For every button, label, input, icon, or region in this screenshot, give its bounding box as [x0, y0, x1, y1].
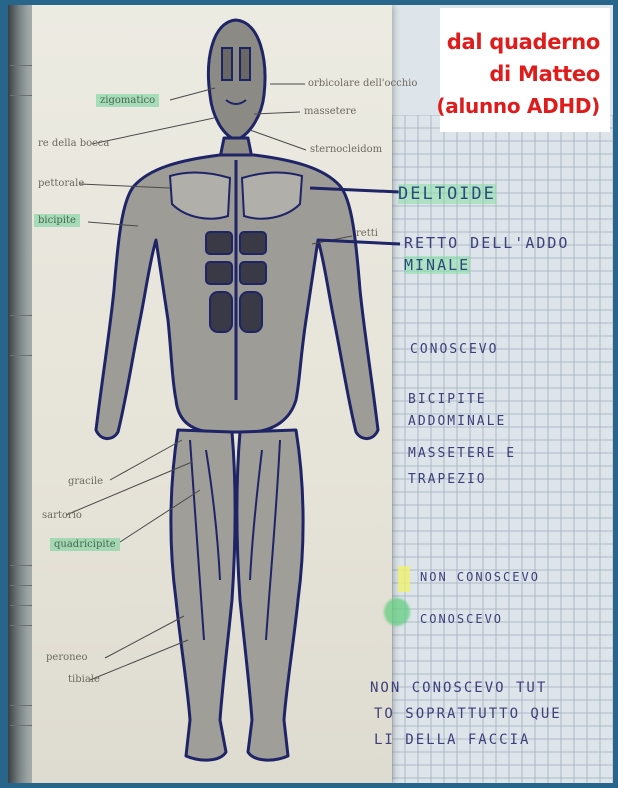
label-zigomatico: zigomatico	[96, 94, 159, 107]
title-box: dal quaderno di Matteo (alunno ADHD)	[440, 8, 610, 132]
label-sartorio: sartorio	[42, 510, 82, 521]
title-line-3: (alunno ADHD)	[436, 94, 600, 118]
label-massetere: massetere	[304, 106, 356, 117]
title-line-1: dal quaderno	[447, 30, 600, 54]
legend-green-swatch	[384, 598, 410, 626]
handwritten-note-2: TO SOPRATTUTTO QUE	[374, 706, 562, 722]
handwritten-conoscevo-head: CONOSCEVO	[410, 342, 498, 357]
handwritten-note-1: NON CONOSCEVO TUT	[370, 680, 547, 696]
label-gracile: gracile	[68, 476, 103, 487]
label-retti: retti	[356, 228, 378, 239]
label-tibiale: tibiale	[68, 674, 100, 685]
handwritten-known-4: TRAPEZIO	[408, 472, 487, 487]
handwritten-legend-yellow: NON CONOSCEVO	[420, 570, 540, 584]
handwritten-deltoide: DELTOIDE	[398, 184, 496, 204]
handwritten-known-1: BICIPITE	[408, 392, 487, 407]
legend-yellow-swatch	[398, 566, 410, 592]
label-peroneo: peroneo	[46, 652, 88, 663]
handwritten-legend-green: CONOSCEVO	[420, 612, 503, 626]
label-bicipite: bicipite	[34, 214, 80, 227]
label-bocca: re della bocca	[38, 138, 109, 149]
label-orbicolare: orbicolare dell'occhio	[308, 78, 417, 89]
handwritten-known-3: MASSETERE E	[408, 446, 516, 461]
label-quadricipite: quadricipite	[50, 538, 120, 551]
title-line-2: di Matteo	[489, 62, 600, 86]
handwritten-known-2: ADDOMINALE	[408, 414, 506, 429]
handwritten-note-3: LI DELLA FACCIA	[374, 732, 530, 748]
label-pettorale: pettorale	[38, 178, 84, 189]
label-sternocleidomastoideo: sternocleidom	[310, 144, 382, 155]
handwritten-retto-2: MINALE	[404, 256, 470, 274]
handwritten-retto-1: RETTO DELL'ADDO	[404, 234, 569, 252]
